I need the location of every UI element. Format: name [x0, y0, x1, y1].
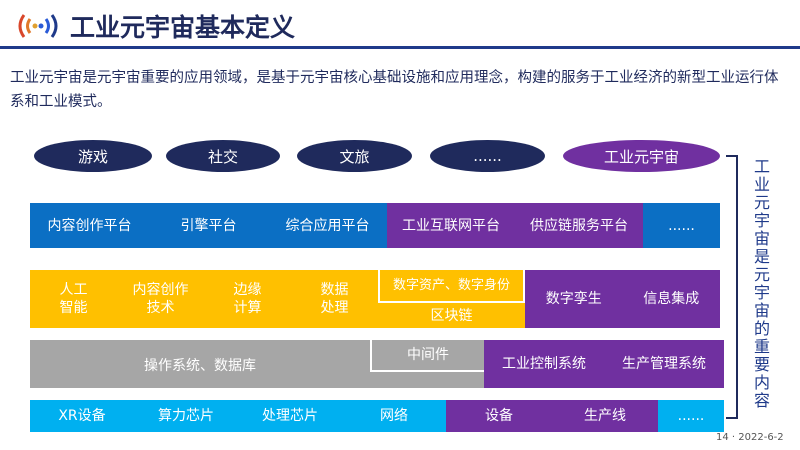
oval-tourism: 文旅: [297, 140, 412, 172]
cell: 设备: [485, 408, 513, 424]
cell: 边缘 计算: [233, 282, 262, 316]
cell: 人工 智能: [59, 282, 88, 316]
oval-industrial-metaverse: 工业元宇宙: [563, 140, 720, 172]
divider: [0, 46, 800, 49]
cell: 工业互联网平台: [402, 217, 500, 234]
cell: 生产线: [584, 408, 626, 424]
cell: 信息集成: [643, 291, 700, 307]
row4-cyan: XR设备 算力芯片 处理芯片 网络: [30, 400, 446, 432]
cell: 算力芯片: [158, 408, 214, 424]
page-title: 工业元宇宙基本定义: [70, 13, 296, 42]
row2-yellow: 人工 智能 内容创作 技术 边缘 计算 数据 处理: [30, 270, 378, 328]
cell: 内容创作 技术: [132, 282, 189, 316]
cell: 网络: [380, 408, 408, 424]
blockchain-block: 数字资产、数字身份 区块链: [378, 270, 525, 328]
intro-text: 工业元宇宙是元宇宙重要的应用领域，是基于元宇宙核心基础设施和应用理念，构建的服务…: [10, 70, 779, 110]
cell: 数据 处理: [320, 282, 349, 316]
cell: 生产管理系统: [622, 356, 706, 372]
row1-more: ......: [643, 203, 720, 248]
side-label: 工业元宇宙是元宇宙的重要内容: [753, 157, 770, 410]
row4-more: ......: [658, 400, 724, 432]
cell: 综合应用平台: [285, 217, 370, 234]
cell: 处理芯片: [262, 408, 318, 424]
row3-purple: 工业控制系统 生产管理系统: [484, 340, 724, 388]
oval-social: 社交: [166, 140, 280, 172]
cell: 数字孪生: [545, 291, 602, 307]
cell: 引擎平台: [180, 217, 237, 234]
digital-assets: 数字资产、数字身份: [378, 270, 525, 303]
middleware: 中间件: [370, 340, 484, 372]
row1-purple: 工业互联网平台 供应链服务平台: [387, 203, 643, 248]
bracket: [726, 155, 738, 419]
cell: ......: [668, 217, 695, 234]
signal-icon: [16, 12, 60, 40]
row4-purple: 设备 生产线: [446, 400, 658, 432]
cell: 供应链服务平台: [530, 217, 628, 234]
row3-gray: 操作系统、数据库 中间件: [30, 340, 484, 388]
cell: 工业控制系统: [502, 356, 586, 372]
cell: ......: [677, 408, 705, 424]
blockchain-label: 区块链: [430, 308, 473, 324]
cell: 内容创作平台: [47, 217, 132, 234]
oval-games: 游戏: [34, 140, 152, 172]
os-db: 操作系统、数据库: [144, 358, 256, 374]
cell: XR设备: [58, 408, 106, 424]
oval-more: ......: [430, 140, 545, 172]
row2-purple: 数字孪生 信息集成: [525, 270, 720, 328]
footer: 14 · 2022-6-2: [716, 432, 784, 443]
row1-blue: 内容创作平台 引擎平台 综合应用平台: [30, 203, 387, 248]
